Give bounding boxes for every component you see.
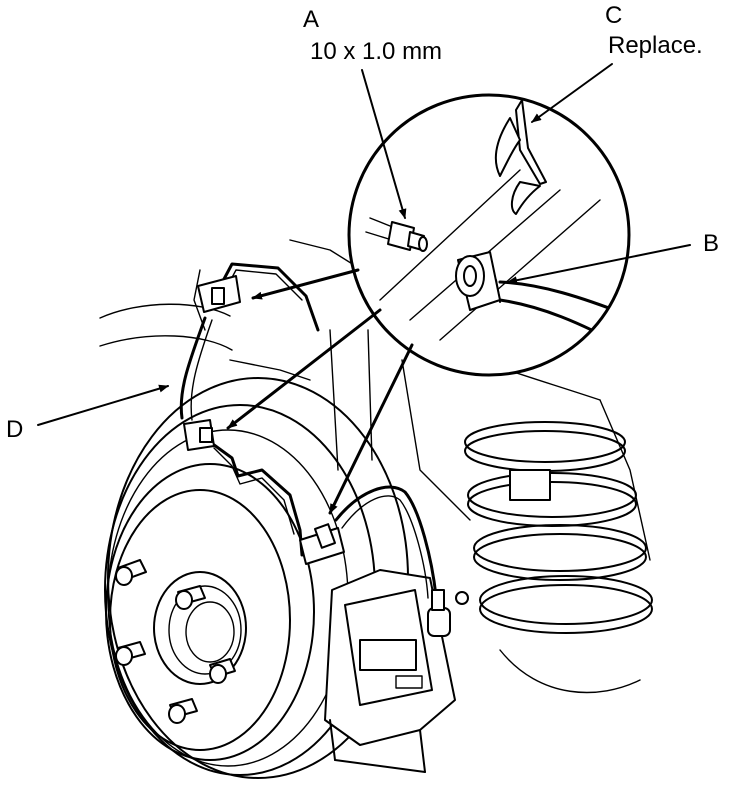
callout-a-letter: A [303, 6, 320, 33]
wheel-studs [115, 559, 236, 724]
suspension-background [99, 239, 651, 561]
callout-c-note: Replace. [608, 32, 703, 59]
brake-lines [179, 262, 438, 599]
callout-c-letter: C [605, 2, 623, 29]
line-fittings [183, 275, 445, 611]
callout-d-letter: D [6, 416, 24, 443]
brake-rotor [104, 377, 409, 779]
callout-a-spec: 10 x 1.0 mm [310, 38, 443, 65]
brake-caliper [324, 569, 469, 773]
leader-arrows [37, 63, 691, 515]
callout-b-letter: B [703, 230, 720, 257]
magnified-detail [347, 93, 631, 377]
coil-spring [464, 421, 653, 694]
